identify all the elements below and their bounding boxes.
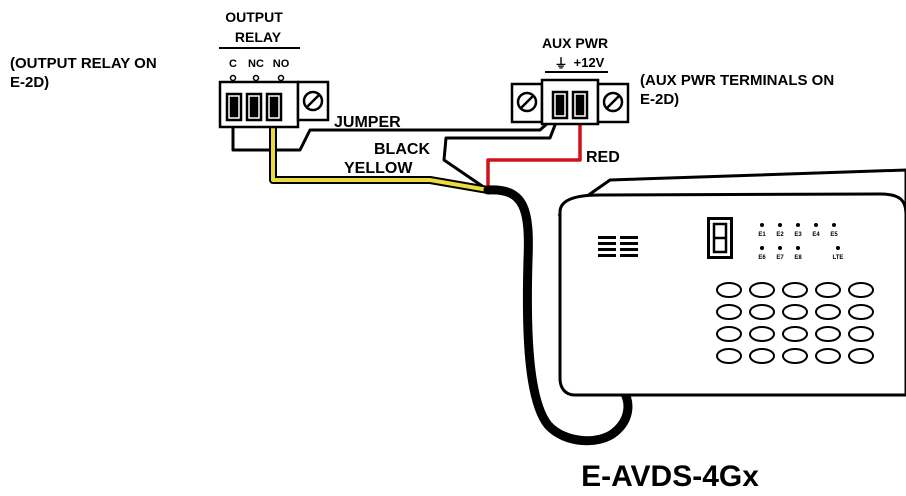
led-label: E3 <box>794 232 802 238</box>
relay-terminal-label-nc: NC <box>248 58 264 70</box>
keypad-button <box>848 326 874 342</box>
keypad-button <box>782 326 808 342</box>
keypad-button <box>749 282 775 298</box>
keypad-button <box>782 304 808 320</box>
keypad-button <box>815 304 841 320</box>
keypad-button <box>749 304 775 320</box>
relay-pin-icon <box>277 74 285 82</box>
digit-eight-icon <box>712 222 728 254</box>
keypad-button <box>782 348 808 364</box>
black-wire <box>442 110 562 192</box>
output-relay-terminal-block <box>218 80 330 129</box>
led-label: LTE <box>833 255 844 261</box>
led-row-1: E1 E2 E3 E4 E5 <box>758 223 838 238</box>
keypad-button <box>815 326 841 342</box>
black-wire-label: BLACK <box>374 141 430 158</box>
yellow-wire <box>271 118 490 192</box>
relay-terminal-label-c: C <box>229 58 237 70</box>
keypad-button <box>848 348 874 364</box>
keypad-button <box>815 282 841 298</box>
ground-symbol-icon: ⏚ <box>554 56 567 71</box>
aux-block-body <box>540 78 600 126</box>
keypad-button <box>848 282 874 298</box>
wires <box>231 110 633 446</box>
keypad-button <box>815 348 841 364</box>
relay-title-line1: OUTPUT <box>225 9 283 25</box>
keypad-button <box>716 304 742 320</box>
keypad-button <box>749 348 775 364</box>
speaker-grille-icon <box>598 236 638 257</box>
jumper-label: JUMPER <box>334 114 401 131</box>
device-cable <box>483 185 633 446</box>
relay-note-line2: E-2D) <box>10 74 49 91</box>
keypad-button <box>749 326 775 342</box>
keypad-button <box>782 282 808 298</box>
aux-voltage-label: +12V <box>574 55 605 70</box>
aux-note-line2: E-2D) <box>640 91 679 108</box>
keypad-button <box>716 282 742 298</box>
relay-title-line2: RELAY <box>235 29 282 45</box>
keypad-button <box>848 304 874 320</box>
led-label: E6 <box>758 255 766 261</box>
jumper-wire <box>231 110 562 152</box>
red-wire-label: RED <box>586 149 620 166</box>
led-label: E5 <box>830 232 838 238</box>
keypad <box>716 282 874 364</box>
led-label: E7 <box>776 255 784 261</box>
relay-terminal-label-no: NO <box>273 58 290 70</box>
aux-title: AUX PWR <box>542 35 608 51</box>
led-label: E2 <box>776 232 784 238</box>
relay-pin-icon <box>252 74 260 82</box>
led-label: E4 <box>812 232 820 238</box>
yellow-wire-label: YELLOW <box>344 160 413 177</box>
aux-power-terminal-block <box>510 78 630 126</box>
led-label: E8 <box>794 255 802 261</box>
led-label: E1 <box>758 232 766 238</box>
keypad-button <box>716 326 742 342</box>
relay-pin-icon <box>229 74 237 82</box>
aux-note-line1: (AUX PWR TERMINALS ON <box>640 72 834 89</box>
keypad-button <box>716 348 742 364</box>
red-wire <box>486 110 582 192</box>
led-row-2: E6 E7 E8 LTE <box>758 246 843 261</box>
device-name: E-AVDS-4Gx <box>581 460 759 493</box>
relay-note-line1: (OUTPUT RELAY ON <box>10 55 157 72</box>
